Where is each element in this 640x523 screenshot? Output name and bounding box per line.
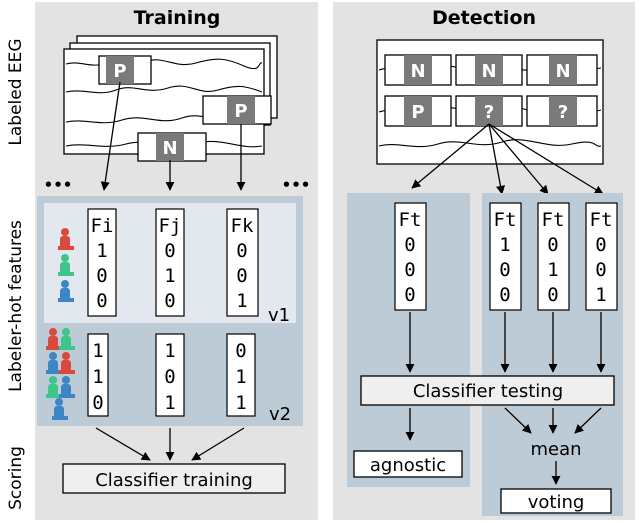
feature-value: 0 [96,265,107,287]
detection-panel: Detection N N N P [333,2,635,520]
training-marker-label: P [113,61,126,82]
feature-value: 1 [547,259,558,281]
training-panel: Training P P N ••• ••• [35,2,318,520]
feature-value: 1 [235,392,246,414]
feature-column-fk: Fk 0 0 1 [226,208,259,317]
feature-column-v2-1: 1 1 0 [87,333,109,417]
detection-marker-3: N [526,54,598,86]
row-label-scoring: Scoring [6,446,26,510]
arrow [488,123,549,195]
ellipsis-left: ••• [44,176,73,194]
feature-column-fi: Fi 1 0 0 [87,208,117,317]
agnostic-output-box: agnostic [353,450,463,478]
feature-column-v2-2: 1 0 1 [155,333,185,417]
training-title: Training [134,7,221,29]
feature-value: 0 [547,284,558,306]
detection-marker-label: N [410,61,425,82]
feature-value: 1 [235,366,246,388]
feature-value: 0 [595,259,606,281]
feature-column-fj: Fj 0 1 0 [155,208,185,317]
feature-value: 1 [164,340,175,362]
detection-marker-5: ? [455,95,523,127]
detection-marker-4: P [384,95,452,127]
feature-value: 0 [164,240,175,262]
version-label-v1: v1 [268,305,290,326]
training-marker-label: P [234,101,247,122]
arrow [100,81,121,191]
annotators-v1-icon [58,228,74,302]
row-label-eeg: Labeled EEG [6,38,26,145]
feature-value: 1 [499,234,510,256]
arrow [191,427,245,461]
arrow [504,407,532,434]
classifier-training-label: Classifier training [95,470,253,491]
feature-value: 1 [164,392,175,414]
voting-output-box: voting [500,488,612,514]
feature-name: Ft [494,209,517,231]
feature-name: Fj [159,215,182,237]
arrow [488,123,604,195]
annotators-v2-icon [46,328,75,420]
feature-name: Fi [91,215,114,237]
training-marker-2: P [202,95,272,125]
detection-marker-label: ? [558,102,568,123]
voting-feature-column-1: Ft 1 0 0 [489,202,522,311]
feature-value: 1 [96,240,107,262]
feature-name: Ft [399,209,422,231]
feature-value: 0 [404,259,415,281]
arrow [488,123,505,195]
feature-value: 0 [236,240,247,262]
ellipsis-right: ••• [282,176,311,194]
version-label-v2: v2 [269,404,291,425]
detection-marker-label: N [555,61,570,82]
arrow [95,427,151,461]
mean-label: mean [530,439,581,460]
agnostic-feature-column: Ft 0 0 0 [394,202,427,311]
feature-value: 0 [236,265,247,287]
classifier-testing-box: Classifier testing [360,375,615,406]
feature-value: 0 [499,284,510,306]
detection-marker-label: P [411,102,424,123]
feature-value: 0 [164,290,175,312]
detection-marker-2: N [455,54,523,86]
classifier-training-box: Classifier training [62,463,286,494]
arrow [574,407,602,434]
waveform-icon [65,85,263,94]
feature-value: 0 [235,340,246,362]
feature-value: 0 [404,284,415,306]
feature-column-v2-3: 0 1 1 [226,333,256,417]
arrow [411,123,490,189]
feature-value: 0 [404,234,415,256]
detection-title: Detection [432,7,536,29]
feature-name: Ft [542,209,565,231]
voting-feature-column-2: Ft 0 1 0 [537,202,570,311]
feature-value: 0 [164,366,175,388]
waveform-icon [378,139,602,148]
training-marker-label: N [162,138,177,159]
agnostic-label: agnostic [370,455,446,476]
feature-value: 0 [92,392,103,414]
feature-value: 1 [164,265,175,287]
voting-feature-column-3: Ft 0 0 1 [585,202,618,311]
feature-value: 1 [595,284,606,306]
feature-name: Ft [590,209,613,231]
detection-marker-label: ? [484,102,494,123]
detection-marker-label: N [481,61,496,82]
training-marker-3: N [137,132,207,162]
feature-value: 0 [595,234,606,256]
feature-value: 1 [236,290,247,312]
voting-label: voting [528,492,585,513]
feature-value: 0 [547,234,558,256]
row-label-features: Labeler-hot features [6,220,26,392]
classifier-testing-label: Classifier testing [413,381,563,402]
feature-value: 1 [92,340,103,362]
feature-value: 0 [96,290,107,312]
feature-name: Fk [231,215,254,237]
feature-value: 1 [92,366,103,388]
training-marker-1: P [98,55,152,85]
feature-value: 0 [499,259,510,281]
detection-marker-1: N [384,54,452,86]
detection-marker-6: ? [526,95,598,127]
